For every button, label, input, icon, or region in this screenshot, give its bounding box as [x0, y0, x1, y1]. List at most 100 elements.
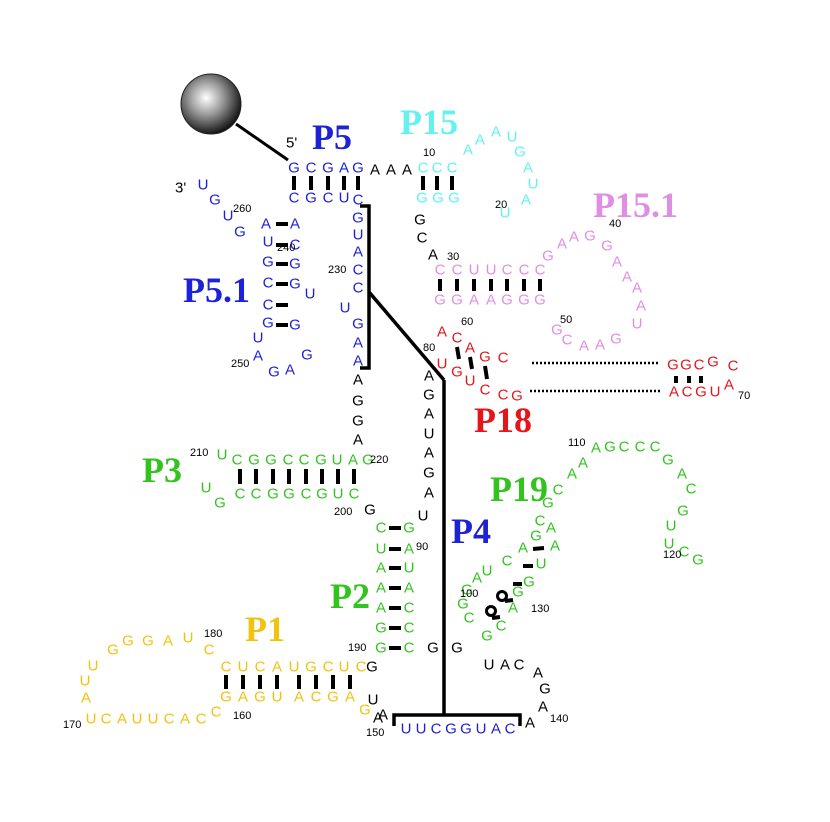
- nucleotide-p15-1-loop-1: G: [542, 248, 554, 265]
- nucleotide-p15-1-loop-5: G: [601, 238, 613, 255]
- nucleotide-p15-1-loop-2: A: [557, 236, 567, 253]
- nucleotide-j-p4-strand-5: A: [424, 445, 434, 462]
- nucleotide-p2-right-5: C: [404, 600, 415, 617]
- nucleotide-p19-loop-15: G: [677, 503, 689, 520]
- nucleotide-p3-top-10: G: [362, 452, 374, 469]
- position-number-230: 230: [328, 264, 346, 276]
- nucleotide-p15-1-top-3: U: [469, 262, 480, 279]
- nucleotide-p18-right-4: G: [707, 354, 719, 371]
- nucleotide-p1-bottom-9: G: [359, 702, 371, 719]
- nucleotide-j-p4-strand-8: U: [418, 508, 429, 525]
- base-pair-tick-55: [491, 615, 501, 620]
- nucleotide-p19-loop-12: G: [662, 452, 674, 469]
- nucleotide-p5-1-left-1: U: [198, 177, 209, 194]
- position-number-160: 160: [233, 710, 251, 722]
- nucleotide-p5-1-left-5: A: [261, 216, 271, 233]
- nucleotide-p19-loop-9: C: [619, 439, 630, 456]
- nucleotide-p1-loop-17: C: [196, 711, 207, 728]
- nucleotide-gca-linker-2: C: [417, 230, 428, 247]
- nucleotide-p1-top-9: C: [356, 659, 367, 676]
- nucleotide-aaa-linker-3: A: [402, 162, 412, 179]
- nucleotide-p4-strand-7: A: [491, 721, 501, 738]
- nucleotide-p18-left-3: A: [465, 340, 475, 357]
- base-pair-tick-47: [483, 365, 489, 380]
- nucleotide-p15-1-loop-10: U: [632, 316, 643, 333]
- nucleotide-p1-loop-8: U: [80, 673, 91, 690]
- nucleotide-p3-top-5: C: [283, 452, 294, 469]
- nucleotide-uacaga-linker-3: C: [514, 657, 525, 674]
- nucleotide-p15-1-top-7: C: [535, 262, 546, 279]
- nucleotide-p19-3p-8: G: [481, 628, 493, 645]
- position-number-140: 140: [550, 713, 568, 725]
- position-number-250: 250: [231, 358, 249, 370]
- nucleotide-p1-top-4: A: [272, 659, 282, 676]
- nucleotide-p15-loop-5: G: [514, 144, 526, 161]
- nucleotide-p15-loop-7: U: [528, 176, 539, 193]
- nt-g-189: G: [366, 659, 378, 676]
- nucleotide-p4-strand-3: C: [431, 721, 442, 738]
- nucleotide-p2-right-3: U: [404, 560, 415, 577]
- position-number-60: 60: [461, 316, 473, 328]
- position-numbers: 1020304050607080901001101201301401501601…: [63, 147, 750, 739]
- position-number-180: 180: [204, 628, 222, 640]
- nucleotide-p15-1-loop-12: A: [595, 337, 605, 354]
- nucleotide-p19-loop-18: C: [679, 544, 690, 561]
- nucleotide-p19-loop-10: C: [635, 439, 646, 456]
- nucleotide-p18-right-10: A: [724, 377, 734, 394]
- backbone-diagonal: [367, 290, 446, 382]
- nucleotide-p2-right-6: C: [404, 620, 415, 637]
- base-pair-tick-46: [468, 356, 474, 370]
- nucleotide-p15-loop-6: A: [523, 160, 533, 177]
- nucleotide-p18-left-4: G: [479, 349, 491, 366]
- gu-wobble-pairs: [485, 590, 508, 617]
- base-pair-tick-51: [532, 546, 545, 551]
- nucleotide-aaa-linker-2: A: [386, 162, 396, 179]
- nucleotide-g-junction-1: G: [427, 640, 439, 657]
- nucleotide-p5-1-strand-7: G: [352, 316, 364, 333]
- nucleotide-p15-loop-2: A: [475, 132, 485, 149]
- position-number-130: 130: [531, 603, 549, 615]
- nucleotide-p1-top-3: C: [255, 659, 266, 676]
- nucleotide-p19-loop-4: C: [553, 482, 564, 499]
- nucleotide-p5-1-left-9: C: [263, 297, 274, 314]
- nucleotide-p4-strand-5: G: [460, 721, 472, 738]
- nucleotide-p19-3p-5: G: [512, 584, 524, 601]
- nucleotide-p19-loop-13: A: [677, 466, 687, 483]
- nucleotide-uacaga-linker-1: U: [484, 657, 495, 674]
- position-number-20: 20: [495, 199, 507, 211]
- nucleotide-p1-loop-4: G: [142, 633, 154, 650]
- base-pair-ticks: [224, 176, 703, 689]
- gu-pair-circle-2: [485, 605, 497, 617]
- nucleotide-p1-bottom-3: G: [254, 689, 266, 706]
- nucleotide-p15-1-top-4: U: [486, 262, 497, 279]
- base-pair-tick-45: [455, 346, 461, 360]
- nucleotide-p19-loop-5: A: [567, 466, 577, 483]
- nucleotide-p15-bottom-1: G: [416, 190, 428, 207]
- nucleotide-p1-bottom-8: A: [345, 689, 355, 706]
- nucleotide-p5-bottom-1: C: [289, 190, 300, 207]
- nucleotide-p5-top-5: G: [352, 160, 364, 177]
- nucleotide-p19-3p-4: G: [523, 574, 535, 591]
- nucleotide-p5-1-loop-1: A: [253, 348, 263, 365]
- nucleotide-p19-loop-16: U: [666, 518, 677, 535]
- position-number-50: 50: [560, 314, 572, 326]
- nucleotide-a-u-ends-2: U: [368, 692, 379, 709]
- nucleotide-p2-left-4: A: [376, 580, 386, 597]
- position-number-30: 30: [447, 251, 459, 263]
- helix-label-p5: P5: [312, 117, 352, 157]
- nucleotide-p5-1-left-4: G: [234, 224, 246, 241]
- nucleotide-p19-loop-7: A: [591, 440, 601, 457]
- helix-label-p3: P3: [142, 450, 182, 490]
- nucleotide-p19-5p-1: C: [464, 610, 475, 627]
- helix-label-p19: P19: [490, 469, 548, 509]
- helix-label-p4: P4: [451, 511, 491, 551]
- nucleotide-p15-1-loop-11: G: [610, 331, 622, 348]
- nucleotide-p1-loop-1: C: [204, 642, 215, 659]
- position-number-190: 190: [348, 642, 366, 654]
- nucleotide-p5-1-right-4: G: [289, 276, 301, 293]
- nucleotide-p4-strand-1: U: [401, 721, 412, 738]
- nucleotide-uacaga-linker-4: A: [533, 665, 543, 682]
- nucleotide-p2-left-1: C: [376, 520, 387, 537]
